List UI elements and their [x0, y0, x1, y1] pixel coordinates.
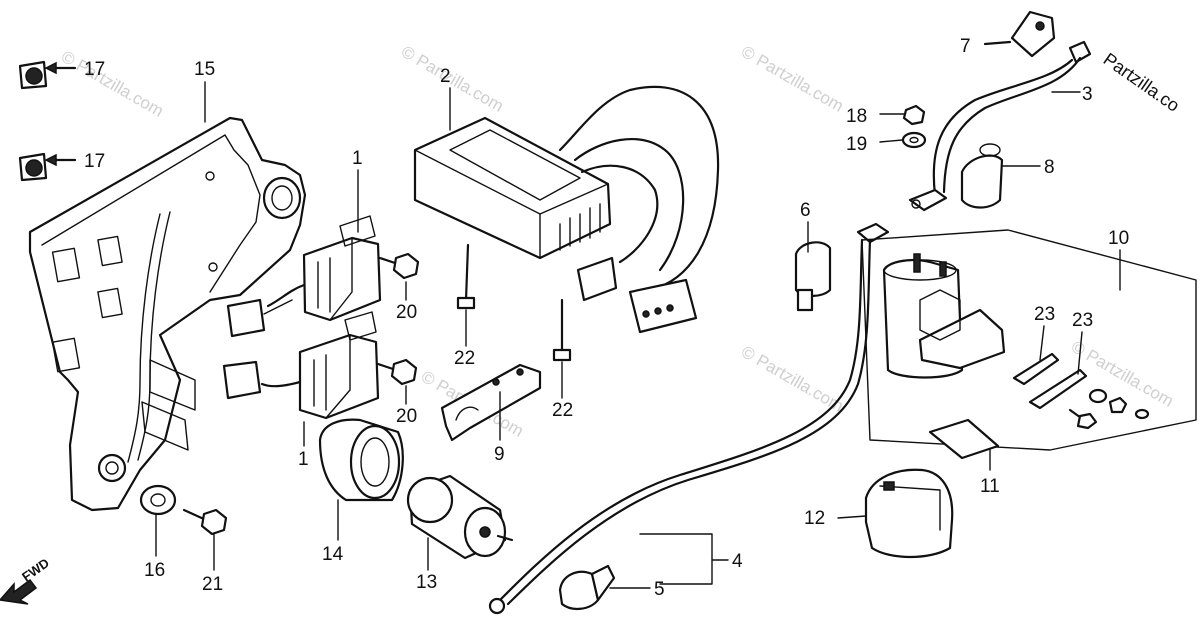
callout-label: 11 [980, 476, 1000, 497]
callout-label: 1 [352, 148, 363, 169]
rubber-mount [318, 418, 404, 502]
callout-label: 4 [732, 551, 743, 572]
lock-washer [901, 131, 927, 149]
stay-bracket [440, 363, 542, 442]
fwd-arrow: FWD [0, 555, 52, 605]
clip-top [18, 60, 77, 90]
bolt-bottom [182, 508, 228, 536]
cable-boot [558, 564, 616, 610]
rubber-pad [928, 418, 1000, 460]
terminal-cap [983, 10, 1056, 58]
callout-label: 9 [494, 444, 505, 465]
starter-relay-group [861, 229, 1197, 451]
callout-label: 1 [298, 449, 309, 470]
terminal-cover [960, 143, 1004, 209]
callout-label: 7 [960, 36, 971, 57]
screw-right [552, 298, 572, 362]
bolt-upper [378, 252, 420, 280]
brand-text: Partzilla.co [1100, 49, 1184, 116]
nut [902, 104, 926, 126]
callout-label: 17 [84, 59, 105, 80]
callout-label: 8 [1044, 157, 1055, 178]
callout-label: 15 [194, 59, 215, 80]
callout-label: 17 [84, 151, 105, 172]
callout-label: 12 [804, 508, 825, 529]
clip-middle [18, 152, 77, 182]
terminal-screws [1068, 388, 1150, 430]
callout-label: 20 [396, 406, 417, 427]
callout-label: 3 [1082, 84, 1093, 105]
callout-label: 16 [144, 560, 165, 581]
callout-label: 13 [416, 572, 437, 593]
terminal-plate-right [1028, 368, 1088, 410]
bracket-plate [28, 116, 307, 512]
callout-label: 21 [202, 574, 223, 595]
ground-cable [488, 222, 890, 615]
callout-label: 18 [846, 106, 867, 127]
relay-lower [222, 311, 380, 420]
watermark-text: © Partzilla.com [738, 42, 847, 116]
callout-label: 20 [396, 302, 417, 323]
leader-lines [155, 81, 1121, 589]
terminal-plate-left [1012, 352, 1060, 386]
fwd-label: FWD [19, 555, 52, 584]
callout-label: 10 [1108, 228, 1129, 249]
bolt-lower [376, 358, 418, 386]
screw-left [456, 243, 476, 310]
callout-label: 14 [322, 544, 344, 565]
callout-label: 6 [800, 200, 811, 221]
watermark-text: © Partzilla.com [398, 42, 507, 116]
relay-cover [864, 468, 954, 559]
callout-label: 5 [654, 579, 665, 600]
callout-label: 23 [1034, 304, 1055, 325]
regulator-rectifier [413, 85, 720, 334]
relay-upper [226, 215, 382, 338]
callout-label: 22 [552, 400, 573, 421]
callout-label: 19 [846, 134, 867, 155]
watermark-text: © Partzilla.com [58, 47, 167, 121]
callout-label: 23 [1072, 310, 1093, 331]
fuse-cap [794, 241, 832, 312]
battery-cable [908, 40, 1092, 212]
washer [139, 484, 177, 516]
callout-label: 22 [454, 348, 475, 369]
callout-label: 2 [440, 66, 451, 87]
condenser [406, 474, 514, 560]
watermark-text: © Partzilla.com [738, 342, 847, 416]
callout-labels: 17 17 15 2 1 20 20 1 22 22 9 14 13 16 21… [84, 36, 1129, 600]
